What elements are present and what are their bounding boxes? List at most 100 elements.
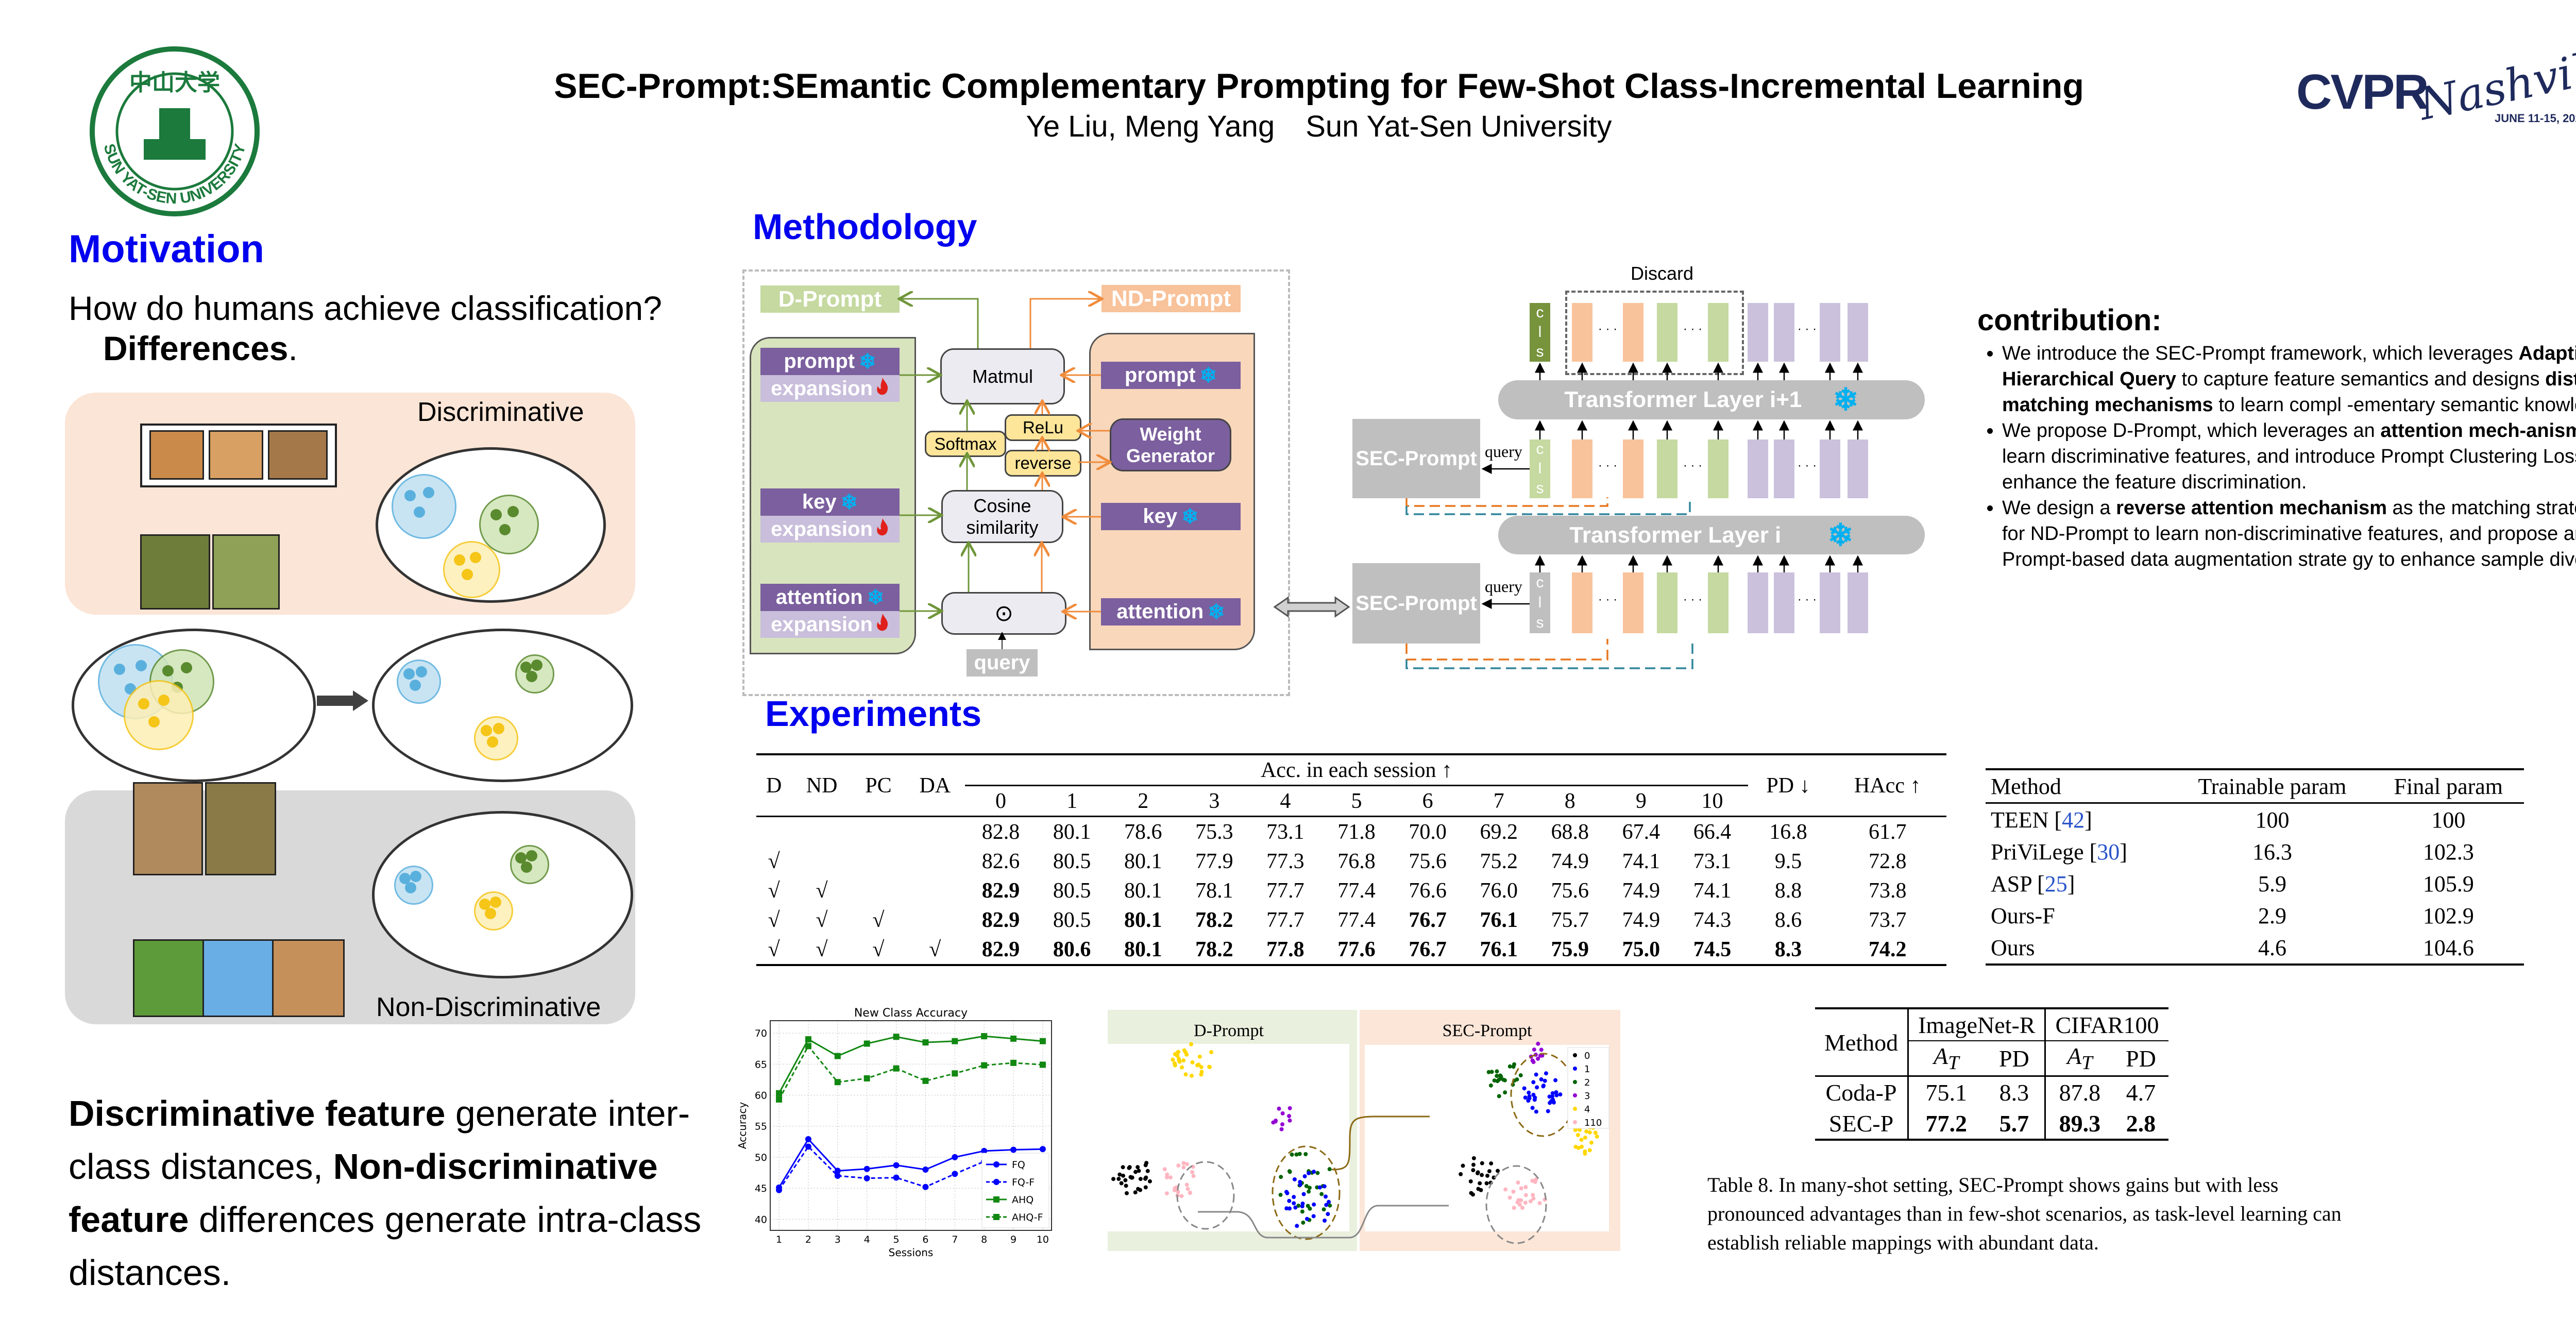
prompt-token <box>1657 439 1677 498</box>
cls-letter: l <box>1538 324 1542 341</box>
tsne-point-class-110 <box>1503 1187 1508 1192</box>
metric-t: T <box>1948 1052 1959 1074</box>
ref-open: [ <box>2048 807 2062 833</box>
prompt-token <box>1748 439 1768 498</box>
value-cell: 74.5 <box>1676 935 1748 966</box>
x-tick-label: 10 <box>1037 1234 1049 1245</box>
method-cell: TEEN [42] <box>1986 803 2172 836</box>
legend-label: FQ <box>1012 1159 1025 1171</box>
tsne-point-class-4 <box>1181 1058 1186 1063</box>
citation-link[interactable]: 25 <box>2044 871 2067 897</box>
flag-cell: √ <box>768 849 780 873</box>
value-cell: 8.8 <box>1774 878 1802 903</box>
tsne-point-class-2 <box>1486 1070 1491 1074</box>
text: to capture feature semantics and designs <box>2176 368 2546 390</box>
cluster-highlight <box>1485 1165 1547 1244</box>
feature-point <box>414 506 425 518</box>
photo-dog-field <box>140 534 210 610</box>
value-cell: 80.6 <box>1036 935 1108 966</box>
chart-title: New Class Accuracy <box>854 1007 968 1020</box>
data-point <box>893 1174 900 1181</box>
legend-label: 4 <box>1584 1104 1590 1115</box>
data-point <box>922 1166 929 1173</box>
tsne-point-class-1 <box>1531 1080 1536 1085</box>
bold-text: reverse attention mechanism <box>2116 497 2387 519</box>
flag-cell <box>852 876 905 905</box>
cls-letter: l <box>1538 594 1542 611</box>
tsne-point-class-4 <box>1593 1130 1598 1135</box>
tsne-point-class-110 <box>1164 1191 1169 1196</box>
ellipsis: · · · <box>1683 459 1703 472</box>
non-discriminative-label: Non-Discriminative <box>376 992 601 1022</box>
method-name: TEEN <box>1991 807 2049 833</box>
data-point <box>863 1040 870 1047</box>
citation-link[interactable]: 30 <box>2097 839 2120 865</box>
value-cell: 77.7 <box>1266 908 1304 932</box>
data-point <box>834 1053 841 1059</box>
tsne-point-class-1 <box>1526 1098 1531 1103</box>
flag-cell: √ <box>872 908 885 932</box>
legend-box <box>981 1153 1049 1228</box>
tsne-point-class-0 <box>1485 1173 1489 1178</box>
data-point <box>922 1077 929 1084</box>
feature-point <box>487 736 498 748</box>
ref-close: ] <box>2084 807 2092 833</box>
value-cell: 78.2 <box>1195 908 1233 932</box>
tsne-point-class-1 <box>1534 1109 1538 1114</box>
tsne-point-class-0 <box>1487 1169 1492 1174</box>
bar-label: prompt <box>1124 364 1196 386</box>
tsne-point-class-1 <box>1326 1212 1330 1216</box>
tsne-point-class-3 <box>1539 1047 1544 1052</box>
tsne-right-title: SEC-Prompt <box>1442 1021 1532 1040</box>
tsne-point-class-1 <box>1322 1184 1327 1189</box>
value-cell: 67.4 <box>1622 820 1660 844</box>
bar-label: key <box>802 491 837 513</box>
feature-point <box>138 698 149 709</box>
value-cell: 71.8 <box>1337 820 1376 844</box>
tsne-point-class-3 <box>1274 1119 1278 1123</box>
feature-point <box>481 725 492 736</box>
data-point <box>1010 1059 1017 1066</box>
tsne-point-class-110 <box>1531 1196 1536 1201</box>
data-point <box>776 1187 783 1193</box>
tsne-point-class-1 <box>1307 1171 1311 1175</box>
legend-label: 1 <box>1584 1064 1590 1075</box>
tsne-point-class-1 <box>1284 1190 1289 1194</box>
column-header: Trainable param <box>2172 768 2373 804</box>
x-tick-label: 7 <box>952 1234 958 1245</box>
prompt-token <box>1820 303 1840 362</box>
data-point <box>1010 1035 1017 1042</box>
value-cell: 70.0 <box>1409 820 1447 844</box>
legend-marker <box>993 1161 999 1168</box>
prompt-token <box>1572 439 1592 498</box>
data-point <box>834 1168 841 1174</box>
feature-point <box>410 679 421 691</box>
feature-point <box>526 671 537 683</box>
x-axis-label: Sessions <box>889 1246 934 1259</box>
value-cell: 100 <box>2431 807 2466 833</box>
flag-cell: √ <box>756 935 792 966</box>
tsne-point-class-110 <box>1191 1174 1196 1178</box>
session-header: 4 <box>1249 785 1321 817</box>
plot-frame <box>770 1020 1052 1231</box>
tsne-point-class-110 <box>1188 1190 1192 1195</box>
tsne-left-title: D-Prompt <box>1194 1021 1264 1040</box>
cls-letter: c <box>1536 573 1544 591</box>
transformer-layer-i: Transformer Layer i❄ <box>1498 516 1925 554</box>
metric-a: A <box>2067 1043 2082 1069</box>
layer-top-label: Transformer Layer i+1 <box>1564 387 1802 412</box>
tsne-point-class-1 <box>1541 1084 1546 1088</box>
ellipsis: · · · <box>1683 593 1703 606</box>
citation-link[interactable]: 42 <box>2062 807 2085 833</box>
value-cell: 73.1 <box>1266 820 1304 844</box>
cls-letter: s <box>1536 480 1544 497</box>
flag-cell: √ <box>852 935 905 966</box>
data-point <box>981 1033 988 1040</box>
hadamard-product-block: ⊙ <box>941 592 1066 635</box>
legend-marker <box>993 1196 999 1203</box>
bold-text: Adaptive Hierarchical Query <box>2002 343 2576 390</box>
tsne-point-class-2 <box>1294 1152 1299 1157</box>
right-arrow-icon <box>317 690 368 711</box>
